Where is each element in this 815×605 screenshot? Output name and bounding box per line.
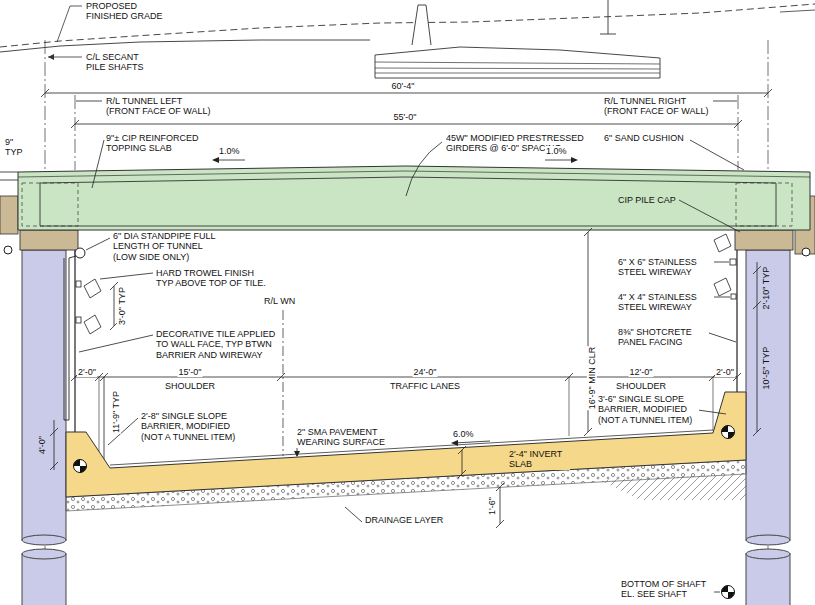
dimension: 2'-0"	[77, 367, 97, 377]
cushion-note: 6" SAND CUSHION	[603, 133, 685, 143]
finish-note: HARD TROWEL FINISH TYP ABOVE TOP OF TILE…	[155, 268, 272, 289]
standpipe-note: 6" DIA STANDPIPE FULL LENGTH OF TUNNEL (…	[112, 231, 224, 262]
reference-line-note: R/L WN	[263, 296, 296, 306]
wireway-note: 4" X 4" STAINLESS STEEL WIREWAY	[617, 292, 714, 313]
lane-label: SHOULDER	[164, 381, 216, 391]
wireway-note: 6" X 6" STAINLESS STEEL WIREWAY	[617, 257, 714, 278]
slope-label: 6.0%	[452, 429, 475, 439]
dimension: 60'-4"	[391, 81, 416, 91]
dimension: 15'-0"	[178, 367, 203, 377]
dimension: 11'-9" TYP	[111, 390, 121, 434]
dimension: 12'-0"	[629, 367, 654, 377]
tile-note: DECORATIVE TILE APPLIED TO WALL FACE, TY…	[155, 329, 282, 360]
pavement-note: 2" SMA PAVEMENT WEARING SURFACE	[296, 427, 393, 448]
dimension: 3'-0" TYP	[117, 286, 127, 326]
dimension: 9" TYP	[4, 137, 32, 158]
slab-note: 9"± CIP REINFORCED TOPPING SLAB	[105, 133, 207, 154]
reference-line-note: R/L TUNNEL RIGHT (FRONT FACE OF WALL)	[603, 96, 713, 117]
shaft-note: BOTTOM OF SHAFT EL. SEE SHAFT	[620, 579, 714, 600]
centerline-note: C/L SECANT PILE SHAFTS	[85, 52, 152, 73]
dimension: 24'-0"	[413, 367, 438, 377]
barrier-note: 3'-6" SINGLE SLOPE BARRIER, MODIFIED (NO…	[597, 394, 699, 425]
dimension: 10'-5" TYP	[761, 346, 771, 391]
reference-line-note: R/L TUNNEL LEFT (FRONT FACE OF WALL)	[105, 96, 215, 117]
grade-note: PROPOSED FINISHED GRADE	[85, 1, 172, 22]
dimension: 2'-10" TYP	[761, 266, 771, 311]
facing-note: 8⅜" SHOTCRETE PANEL FACING	[617, 327, 709, 348]
invert-slab-note: 2'-4" INVERT SLAB	[508, 449, 570, 470]
dimension: 55'-0"	[393, 112, 418, 122]
drainage-note: DRAINAGE LAYER	[364, 515, 444, 525]
dimension: 4'-0"	[37, 435, 47, 455]
dimension: 16'-9" MIN CLR	[587, 346, 597, 410]
dimension: 2'-0"	[715, 367, 735, 377]
pile-cap-note: CIP PILE CAP	[617, 195, 677, 205]
lane-label: TRAFFIC LANES	[389, 381, 461, 391]
lane-label: SHOULDER	[615, 381, 667, 391]
slope-label: 1.0%	[545, 146, 568, 156]
dimension: 1'-6"	[487, 496, 497, 516]
barrier-note: 2'-8" SINGLE SLOPE BARRIER, MODIFIED (NO…	[140, 411, 242, 442]
slope-label: 1.0%	[218, 146, 241, 156]
